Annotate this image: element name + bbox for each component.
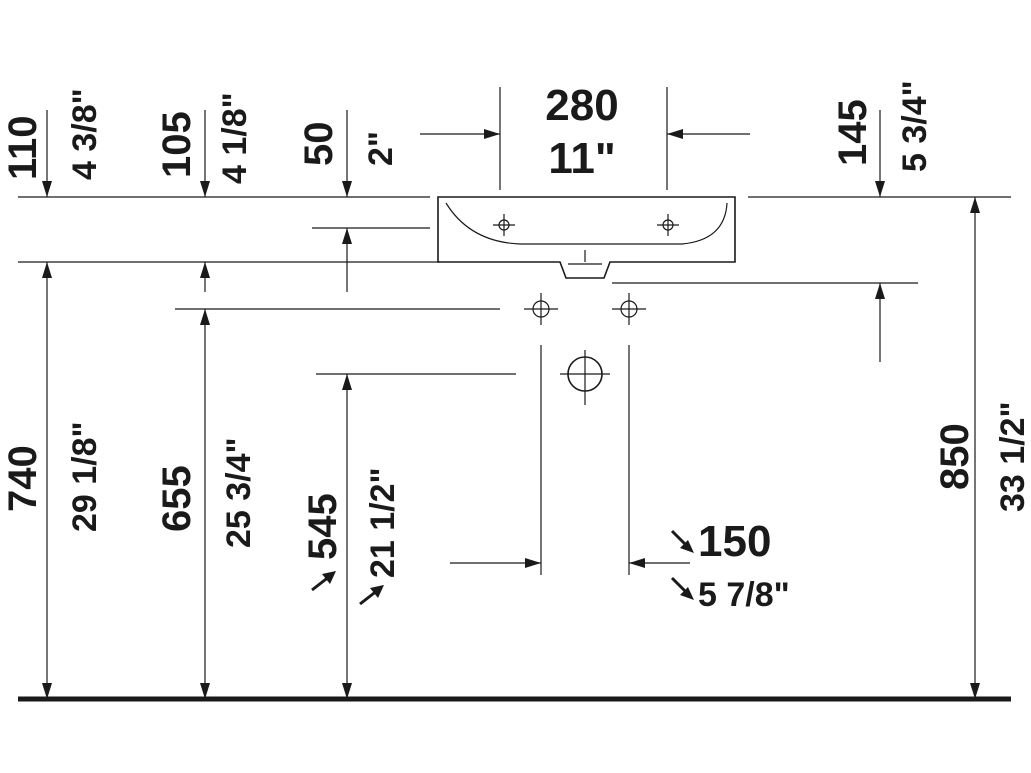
dim-655-in: 25 3/4" <box>220 437 258 548</box>
arrow-150-in-pointer <box>670 576 694 600</box>
dim-105-in: 4 1/8" <box>216 92 254 184</box>
dim-110-mm: 110 <box>1 115 45 180</box>
dim-145-mm: 145 <box>831 99 875 166</box>
dim-740-in: 29 1/8" <box>66 421 104 532</box>
water-connections <box>524 293 646 325</box>
dim-850-in: 33 1/2" <box>994 401 1031 512</box>
dim-150-mm: 150 <box>698 517 771 566</box>
dim-740-mm: 740 <box>1 445 45 512</box>
arrow-545-in-pointer <box>359 585 384 606</box>
dim-110-in: 4 3/8" <box>66 88 104 180</box>
dim-150-in: 5 7/8" <box>698 576 790 614</box>
dim-105-mm: 105 <box>155 111 199 178</box>
dim-545-in: 21 1/2" <box>364 467 402 578</box>
arrow-545-mm-pointer <box>311 571 336 592</box>
dim-145-in: 5 3/4" <box>896 80 934 172</box>
arrow-150-mm-pointer <box>670 529 694 553</box>
dim-280-in: 11" <box>548 134 615 183</box>
dim-545-mm: 545 <box>301 493 345 560</box>
drain-connection <box>560 350 610 405</box>
basin-outline <box>437 196 736 279</box>
dim-50-in: 2" <box>362 131 400 166</box>
dim-280-mm: 280 <box>545 81 618 130</box>
dim-655-mm: 655 <box>155 465 199 532</box>
dim-850-mm: 850 <box>933 423 977 490</box>
dim-50-mm: 50 <box>297 122 341 167</box>
